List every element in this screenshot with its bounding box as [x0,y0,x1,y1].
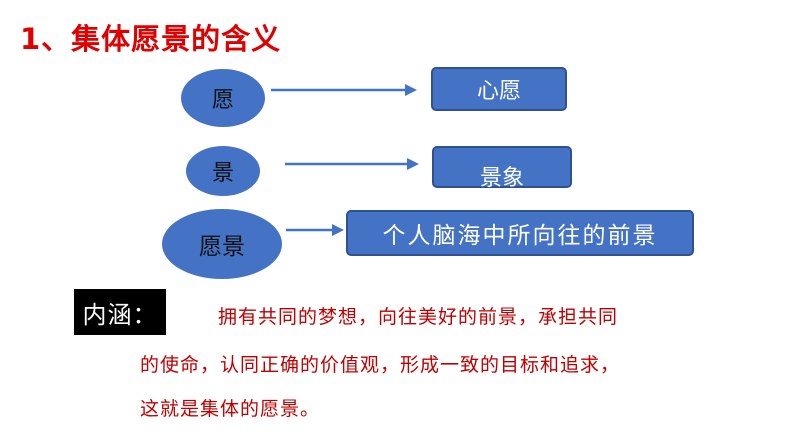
page-title: 1、集体愿景的含义 [20,22,282,56]
meaning-box-qianjing: 个人脑海中所向往的前景 [346,210,694,256]
term-text: 愿景 [199,234,245,260]
definition-line-3: 这就是集体的愿景。 [140,398,321,420]
arrow-right-icon [286,224,344,236]
term-text: 愿 [211,88,234,113]
arrow-right-icon [285,158,419,170]
meaning-box-jingxiang: 景象 [432,146,572,191]
term-oval-jing: 景 [186,146,260,196]
definition-line-2: 的使命，认同正确的价值观，形成一致的目标和追求， [140,354,621,376]
term-oval-yuan: 愿 [181,69,265,127]
term-text: 景 [211,161,234,186]
definition-label: 内涵： [74,289,166,335]
meaning-box-xinyuan: 心愿 [431,67,567,111]
arrow-right-icon [271,84,417,96]
meaning-text: 个人脑海中所向往的前景 [382,223,658,249]
definition-line-1: 拥有共同的梦想，向往美好的前景，承担共同 [218,306,619,328]
meaning-text: 景象 [479,166,524,191]
term-oval-yuanjing: 愿景 [162,209,282,279]
meaning-text: 心愿 [476,79,521,104]
